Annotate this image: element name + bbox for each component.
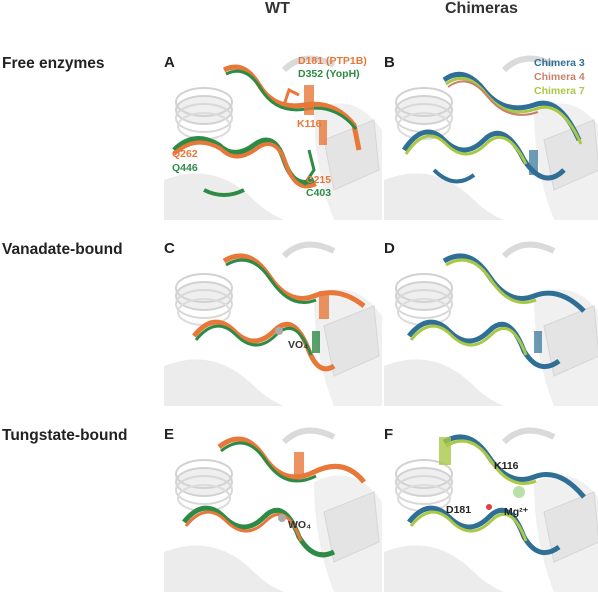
structure-image-a (164, 50, 382, 220)
panel-e: E WO₄ (164, 422, 382, 592)
column-header-wt: WT (265, 0, 290, 17)
panel-letter-e: E (164, 426, 175, 443)
label-q446: Q446 (172, 162, 198, 174)
label-d181-f: D181 (446, 504, 472, 516)
label-k116-f: K116 (494, 460, 519, 472)
structure-image-c (164, 236, 382, 406)
panel-letter-b: B (384, 54, 395, 71)
label-d352: D352 (YopH) (298, 68, 360, 80)
label-q262: Q262 (172, 148, 198, 160)
panel-letter-d: D (384, 240, 395, 257)
structure-image-d (384, 236, 598, 406)
legend-chimera-7: Chimera 7 (534, 85, 585, 97)
panel-d: D (384, 236, 598, 406)
panel-letter-c: C (164, 240, 175, 257)
label-wo4: WO₄ (288, 519, 312, 531)
label-mg: Mg²⁺ (504, 506, 529, 518)
structure-image-b (384, 50, 598, 220)
structure-image-e (164, 422, 382, 592)
structure-image-f (384, 422, 598, 592)
panel-letter-f: F (384, 426, 394, 443)
label-c403: C403 (306, 187, 332, 199)
legend-chimera-3: Chimera 3 (534, 57, 585, 69)
label-k116: K116 (297, 118, 322, 130)
row-label-vanadate: Vanadate-bound (2, 241, 123, 258)
panel-f: F K116 D181 Mg²⁺ (384, 422, 598, 592)
row-label-tungstate: Tungstate-bound (2, 427, 128, 444)
label-d181: D181 (PTP1B) (298, 55, 367, 67)
legend-chimera-4: Chimera 4 (534, 71, 585, 83)
row-label-free: Free enzymes (2, 55, 105, 72)
column-header-chimeras: Chimeras (445, 0, 518, 17)
label-vo4: VO₄ (288, 339, 309, 351)
label-c215: C215 (306, 174, 332, 186)
panel-c: C VO₄ (164, 236, 382, 406)
panel-letter-a: A (164, 54, 175, 71)
panel-b: B Chimera 3 Chimera 4 Chimera 7 (384, 50, 598, 220)
panel-a: A D181 (PTP1B) D352 (YopH) K116 Q262 Q44… (164, 50, 382, 220)
